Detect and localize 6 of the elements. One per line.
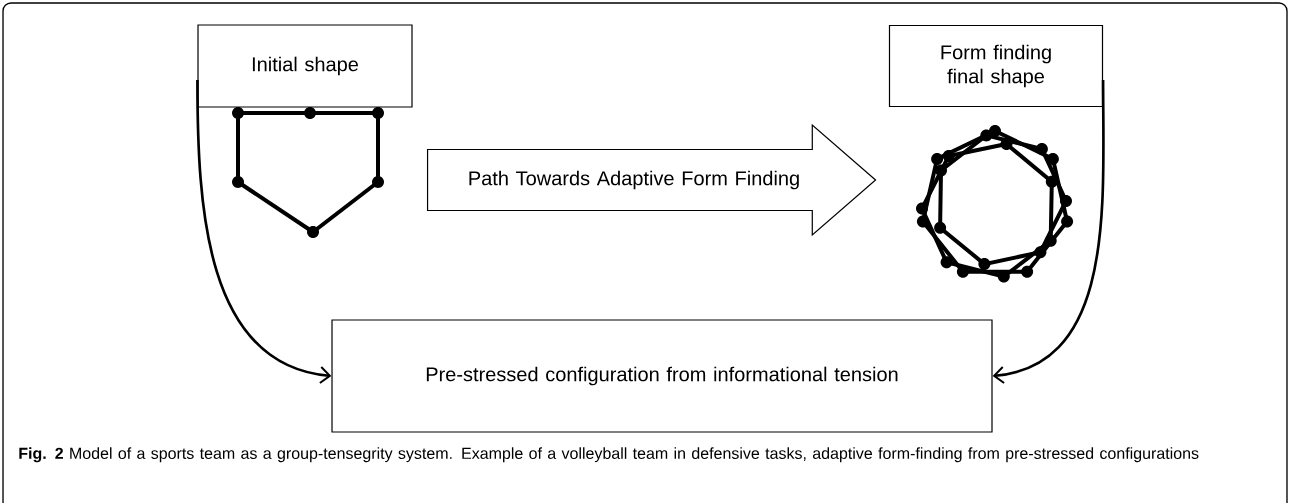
- caption: Fig. 2 Model of a sports team as a group-tensegrity system. Example of a volleyball team in defensive tasks, adaptive form-finding from pre-stressed configurations: [19, 447, 1199, 463]
- curved-arrow: [992, 80, 1105, 384]
- text-box: Form finding final shape: [888, 24, 1104, 108]
- text-box: Pre-stressed configuration from informational tension: [331, 319, 993, 433]
- curved-arrow: [196, 80, 332, 384]
- text-box: Initial shape: [197, 24, 413, 108]
